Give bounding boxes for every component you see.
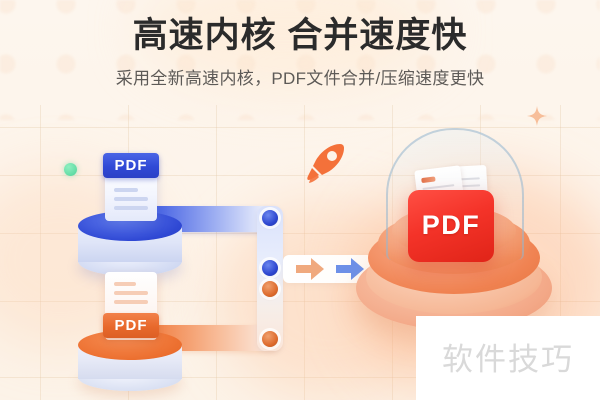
rocket-icon	[307, 144, 344, 183]
arrow-right-merge-orange-icon	[296, 258, 324, 280]
pdf-badge-orange: PDF	[103, 313, 159, 338]
page-subtitle: 采用全新高速内核，PDF文件合并/压缩速度更快	[115, 69, 485, 88]
green-dot-decoration	[64, 163, 77, 176]
dot-pattern-decoration	[0, 0, 600, 120]
node-orange-bottom	[262, 331, 278, 347]
watermark-text: 软件技巧	[442, 342, 574, 377]
node-orange-mid	[262, 281, 278, 297]
node-blue-mid	[262, 260, 278, 276]
pdf-badge-result: PDF	[421, 210, 481, 240]
pdf-badge-blue: PDF	[103, 153, 159, 178]
pipe-vertical-trunk	[257, 206, 283, 351]
pdf-folder-result: PDF	[408, 190, 494, 262]
arrow-right-merge-blue-icon	[336, 258, 364, 280]
sparkle-icon	[527, 106, 547, 126]
node-blue-top	[262, 210, 278, 226]
page-title: 高速内核 合并速度快	[132, 16, 468, 55]
watermark-panel	[416, 316, 600, 400]
